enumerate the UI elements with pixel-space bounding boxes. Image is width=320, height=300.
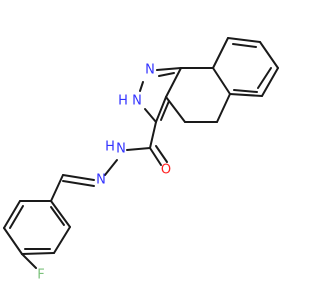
bond-double-inner [257, 67, 272, 89]
bond-double-inner [9, 205, 24, 229]
bond [53, 226, 71, 254]
bond [21, 253, 37, 269]
bond-double-inner [232, 43, 257, 48]
bond [3, 227, 23, 255]
bond [62, 174, 95, 181]
bond [227, 37, 261, 43]
bond-double-inner [233, 89, 258, 93]
bond [212, 67, 231, 95]
bond [50, 174, 64, 202]
molecule-structure: N H N H N N O F [3, 37, 279, 283]
atom-n-ring-top: N [145, 63, 155, 78]
bond [104, 159, 118, 176]
bond [165, 67, 182, 98]
bond [149, 147, 162, 166]
bond [50, 200, 71, 228]
bond [229, 93, 263, 97]
bond-double-inner [160, 100, 170, 121]
bond-double-inner [155, 145, 168, 163]
atom-fluorine: F [37, 268, 44, 283]
bond [3, 200, 21, 229]
bond-layer [3, 37, 279, 269]
bond [139, 81, 144, 92]
bond [212, 37, 229, 69]
atom-amide-n: N [116, 142, 126, 157]
bond [261, 67, 279, 97]
atom-nh-ring-h: H [118, 94, 128, 109]
atom-hydrazone-n: N [96, 173, 106, 188]
atom-amide-h: H [105, 140, 115, 155]
atom-labels: N H N H N N O F [37, 63, 171, 283]
bond [155, 96, 167, 123]
bond [216, 93, 231, 123]
bond-double-inner [62, 180, 95, 187]
bond [21, 252, 55, 255]
bond [156, 67, 182, 71]
atom-carbonyl-o: O [161, 163, 171, 178]
bond-double-inner [158, 72, 175, 77]
bond-double-inner [50, 206, 65, 226]
atom-n-ring-side: N [132, 94, 142, 109]
bond [144, 108, 157, 123]
bond [149, 121, 157, 149]
bond [126, 147, 151, 151]
bond [259, 41, 279, 69]
